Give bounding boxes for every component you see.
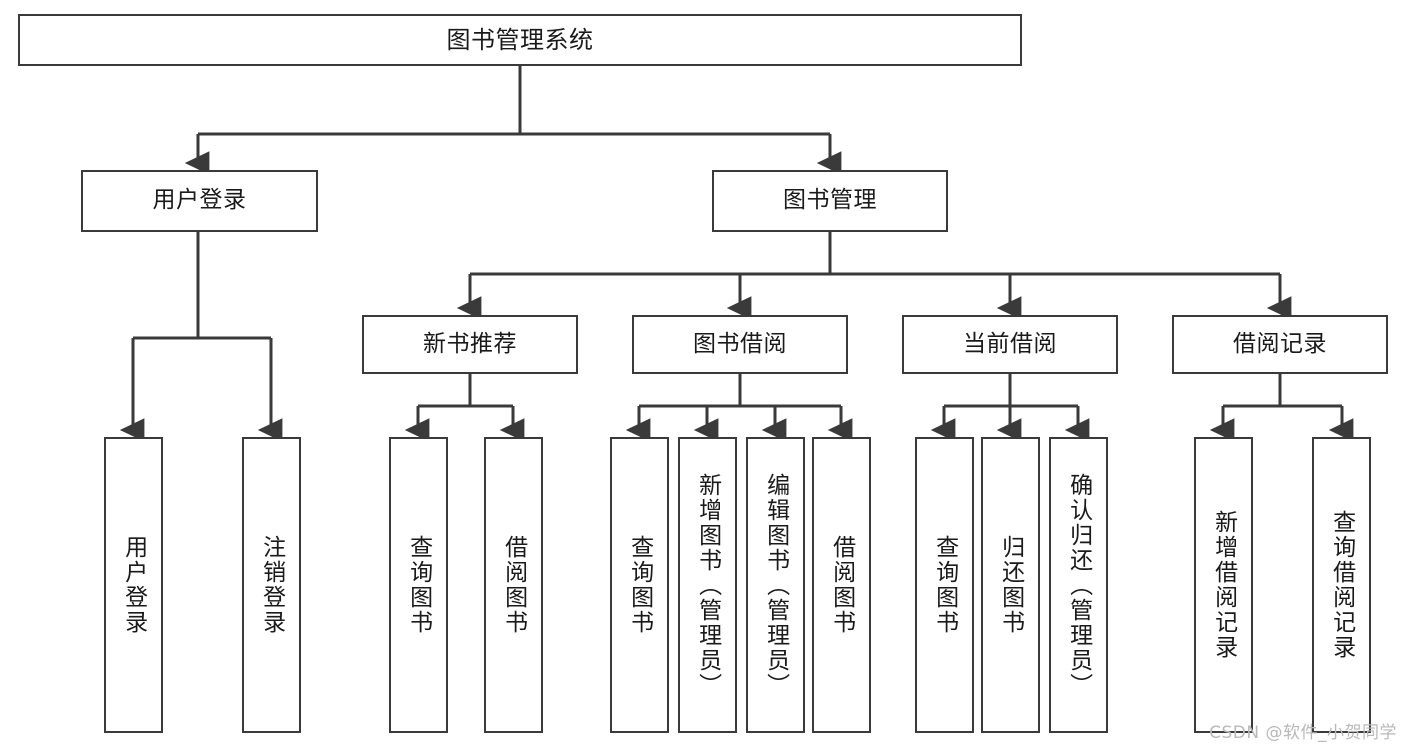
node-label: 查询借阅记录 <box>1328 510 1355 660</box>
leaf-record-query-record[interactable]: 查询借阅记录 <box>1312 437 1371 733</box>
node-label: 图书管理 <box>783 187 877 214</box>
node-label: 借阅记录 <box>1233 330 1327 357</box>
node-label: 归还图书 <box>997 535 1024 635</box>
node-label: 图书借阅 <box>693 330 787 357</box>
node-label: 确认归还（管理员） <box>1065 472 1092 698</box>
node-label: 查询图书 <box>405 535 432 635</box>
node-label: 借阅图书 <box>500 535 527 635</box>
csdn-watermark: CSDN @软件_小贺同学 <box>1209 723 1397 743</box>
node-label: 查询图书 <box>626 535 653 635</box>
leaf-user-login-logout[interactable]: 注销登录 <box>242 437 301 733</box>
node-label: 新书推荐 <box>423 330 517 357</box>
node-label: 图书管理系统 <box>446 25 594 54</box>
leaf-borrow-add-book-admin[interactable]: 新增图书（管理员） <box>678 437 737 733</box>
leaf-borrow-query-book[interactable]: 查询图书 <box>610 437 669 733</box>
leaf-borrow-borrow-book[interactable]: 借阅图书 <box>812 437 871 733</box>
leaf-current-return-book[interactable]: 归还图书 <box>981 437 1040 733</box>
node-label: 新增借阅记录 <box>1210 510 1237 660</box>
node-label: 当前借阅 <box>963 330 1057 357</box>
node-label: 新增图书（管理员） <box>694 472 721 698</box>
node-label: 用户登录 <box>120 535 147 635</box>
leaf-borrow-edit-book-admin[interactable]: 编辑图书（管理员） <box>746 437 805 733</box>
node-label: 借阅图书 <box>828 535 855 635</box>
node-book-management[interactable]: 图书管理 <box>712 170 948 232</box>
node-label: 注销登录 <box>258 535 285 635</box>
leaf-recommend-query-book[interactable]: 查询图书 <box>389 437 448 733</box>
node-book-borrow[interactable]: 图书借阅 <box>632 315 848 374</box>
node-user-login[interactable]: 用户登录 <box>81 170 318 232</box>
leaf-recommend-borrow-book[interactable]: 借阅图书 <box>484 437 543 733</box>
node-borrow-record[interactable]: 借阅记录 <box>1172 315 1388 374</box>
leaf-user-login-login[interactable]: 用户登录 <box>104 437 163 733</box>
node-label: 查询图书 <box>931 535 958 635</box>
node-root-book-management-system[interactable]: 图书管理系统 <box>18 14 1022 66</box>
leaf-current-query-book[interactable]: 查询图书 <box>915 437 974 733</box>
node-label: 编辑图书（管理员） <box>762 472 789 698</box>
node-current-borrow[interactable]: 当前借阅 <box>902 315 1118 374</box>
node-new-book-recommend[interactable]: 新书推荐 <box>362 315 578 374</box>
node-label: 用户登录 <box>152 187 247 214</box>
leaf-record-add-record[interactable]: 新增借阅记录 <box>1194 437 1253 733</box>
leaf-current-confirm-return-admin[interactable]: 确认归还（管理员） <box>1049 437 1108 733</box>
